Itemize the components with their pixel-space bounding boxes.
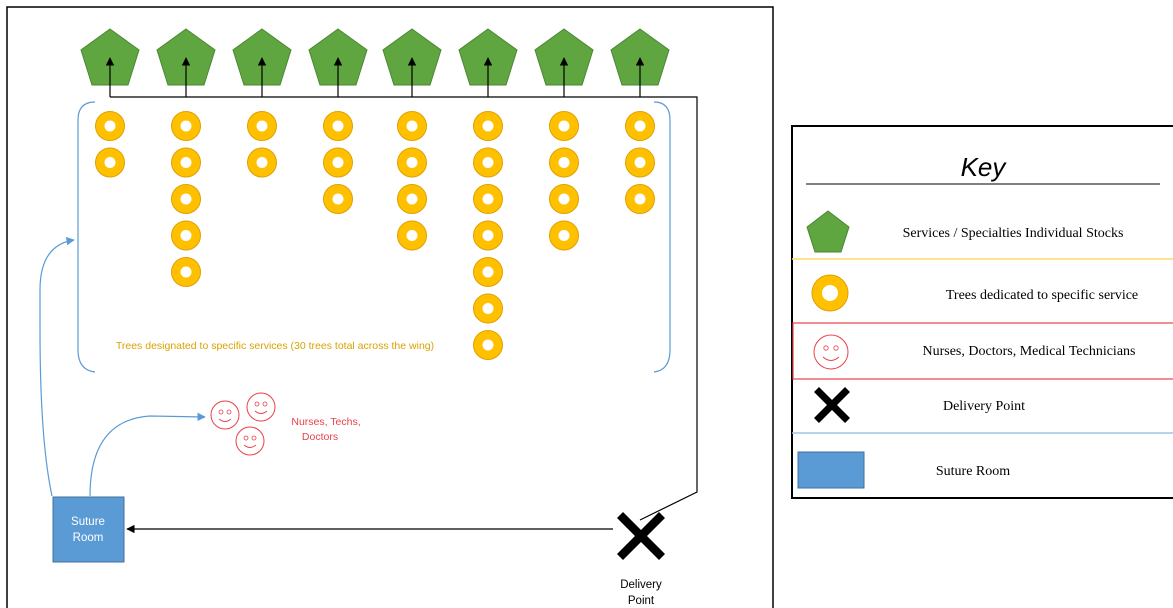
- staff-label-line-2: Doctors: [302, 431, 338, 443]
- x-mark-icon: [617, 512, 665, 560]
- ring-icon: [397, 111, 427, 141]
- ring-icon: [625, 147, 655, 178]
- distribution-line: [110, 96, 698, 521]
- wing-frame: [6, 6, 774, 608]
- key-row-stocks: Services / Specialties Individual Stocks: [806, 210, 1124, 253]
- ring-icon: [549, 111, 579, 141]
- key-label-trees: Trees dedicated to specific service: [946, 288, 1138, 303]
- ring-icon: [473, 147, 503, 178]
- ring-icon: [247, 147, 277, 178]
- square-icon: [797, 451, 865, 489]
- ring-icon: [625, 111, 655, 141]
- suture-room-box: [52, 496, 125, 563]
- ring-icon: [171, 220, 201, 251]
- suture-room-label-2: Room: [73, 532, 104, 544]
- ring-icon: [95, 111, 125, 141]
- ring-icon: [473, 257, 503, 287]
- ring-icon: [549, 147, 579, 178]
- ring-icon: [95, 147, 125, 178]
- flow-arrow-to-trees: [39, 236, 75, 497]
- staff-label-line-1: Nurses, Techs,: [291, 416, 360, 428]
- ring-icon: [171, 111, 201, 141]
- ring-icon: [473, 293, 503, 324]
- pentagon-icon: [806, 210, 850, 253]
- delivery-label-2: Point: [628, 595, 655, 607]
- smiley-icon: [210, 400, 240, 430]
- key-row-trees: Trees dedicated to specific service: [811, 274, 1138, 312]
- smiley-icon: [246, 392, 276, 422]
- smiley-icon: [235, 426, 265, 456]
- x-mark-icon: [814, 387, 850, 423]
- flow-arrow-to-staff: [89, 412, 206, 497]
- delivery-point: Delivery Point: [617, 512, 665, 607]
- service-stocks: [80, 28, 670, 86]
- delivery-label-1: Delivery: [620, 579, 662, 591]
- key-label-delivery: Delivery Point: [943, 399, 1025, 414]
- ring-icon: [549, 220, 579, 251]
- ring-icon: [247, 111, 277, 141]
- ring-icon: [171, 184, 201, 214]
- ring-icon: [473, 330, 503, 360]
- ring-icon: [473, 184, 503, 214]
- key-row-delivery: Delivery Point: [814, 387, 1025, 423]
- ring-icon: [171, 147, 201, 178]
- staff-group: Nurses, Techs, Doctors: [210, 392, 361, 456]
- ring-icon: [549, 184, 579, 214]
- ring-icon: [323, 111, 353, 141]
- ring-icon: [625, 184, 655, 214]
- key-label-staff: Nurses, Doctors, Medical Technicians: [923, 344, 1136, 359]
- suture-room: Suture Room: [52, 496, 125, 563]
- ring-icon: [473, 111, 503, 141]
- ring-icon: [171, 257, 201, 287]
- trees-bracket-right: [653, 101, 671, 373]
- ring-icon: [397, 184, 427, 214]
- smiley-icon: [813, 334, 849, 370]
- suture-room-label-1: Suture: [71, 516, 105, 528]
- key-panel: Key Services / Specialties Individual St…: [791, 125, 1173, 499]
- key-row-suture: Suture Room: [797, 451, 1010, 489]
- ring-icon: [397, 220, 427, 251]
- key-label-stocks: Services / Specialties Individual Stocks: [903, 226, 1124, 241]
- key-row-staff: Nurses, Doctors, Medical Technicians: [813, 334, 1136, 370]
- ring-icon: [323, 147, 353, 178]
- key-label-suture: Suture Room: [936, 464, 1010, 479]
- ring-icon: [811, 274, 849, 312]
- trees-caption: Trees designated to specific services (3…: [116, 340, 434, 352]
- ring-icon: [323, 184, 353, 214]
- ring-icon: [397, 147, 427, 178]
- key-title: Key: [961, 152, 1008, 182]
- trees-bracket-left: [77, 101, 96, 373]
- stock-feed-arrows: [105, 57, 645, 97]
- trees-grid: [95, 111, 655, 360]
- key-frame: [791, 125, 1173, 499]
- ring-icon: [473, 220, 503, 251]
